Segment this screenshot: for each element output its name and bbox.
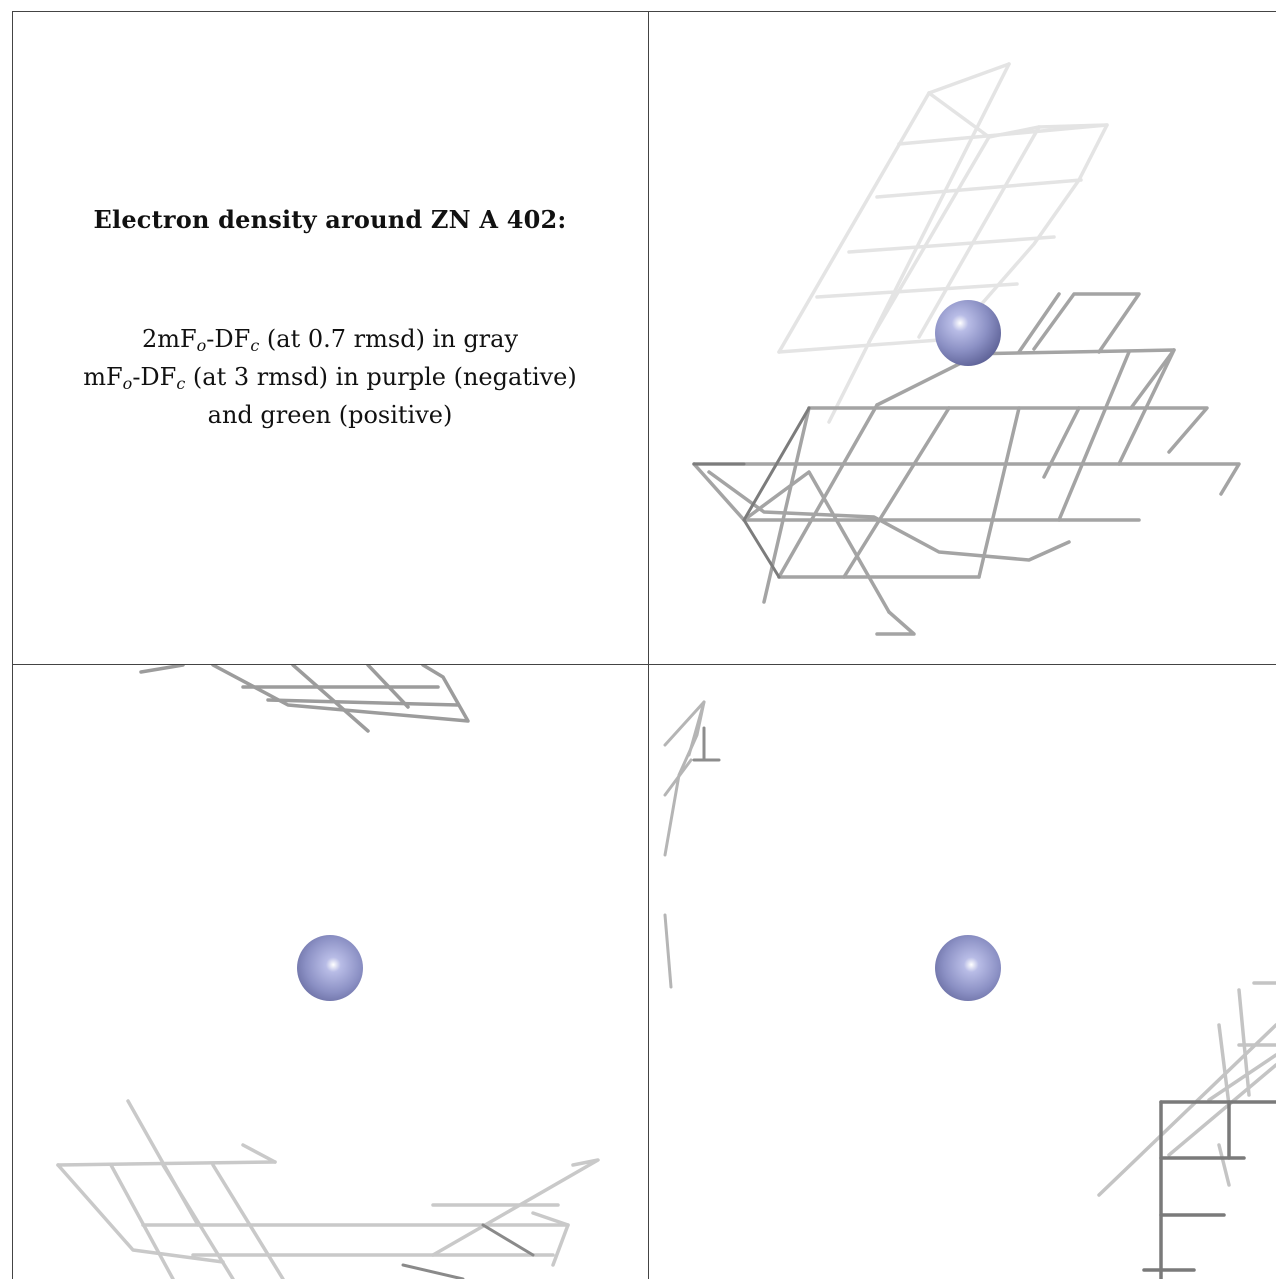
density-view-bottom-left-canvas [56,665,600,1279]
mesh-top-fragment [139,665,470,733]
legend-1-prefix: 2mF [141,325,197,353]
grid-divider-vertical [648,11,649,1279]
legend-2-sub-o: o [122,374,133,393]
grid-border-top [12,11,1276,12]
caption-title: Electron density around ZN A 402: [93,205,567,234]
legend-1-mid: -DF [206,325,251,353]
zinc-atom-sphere [297,935,363,1001]
legend-2-sub-c: c [176,374,186,393]
legend-2-mid: -DF [132,363,177,391]
mesh-2mfo-dfc-lower [692,292,1241,636]
mesh-bottom-dark [401,1223,535,1279]
density-view-bottom-right-canvas [663,700,1276,1279]
legend-2-prefix: mF [83,363,123,391]
view-bottom-right [649,665,1276,1279]
mesh-left-fragment [663,700,706,989]
view-bottom-left [13,665,648,1279]
legend-1-sub-c: c [250,336,260,355]
mesh-bottom-fragment [56,1099,600,1279]
legend-line-2mfo-dfc: 2mFo-DFc (at 0.7 rmsd) in gray [12,320,648,358]
grid-border-left [12,11,13,1279]
density-view-top-right-canvas [692,62,1241,636]
legend-line-mfo-dfc: mFo-DFc (at 3 rmsd) in purple (negative) [12,358,648,396]
zinc-atom-sphere [935,935,1001,1001]
legend-line-3: and green (positive) [207,401,453,429]
zinc-atom-sphere [935,300,1001,366]
grid-divider-horizontal [12,664,1276,665]
legend-2-suffix: (at 3 rmsd) in purple (negative) [185,363,577,391]
view-top-right [649,12,1276,664]
mesh-right-fragment [1097,981,1276,1197]
legend-1-suffix: (at 0.7 rmsd) in gray [259,325,519,353]
mesh-left-dark [692,726,721,762]
mesh-2mfo-dfc-upper [777,62,1109,424]
mesh-right-dark [1142,1100,1276,1279]
legend-1-sub-o: o [196,336,207,355]
mesh-2mfo-dfc-dark [692,406,811,579]
caption-legend: 2mFo-DFc (at 0.7 rmsd) in gray mFo-DFc (… [12,320,648,434]
